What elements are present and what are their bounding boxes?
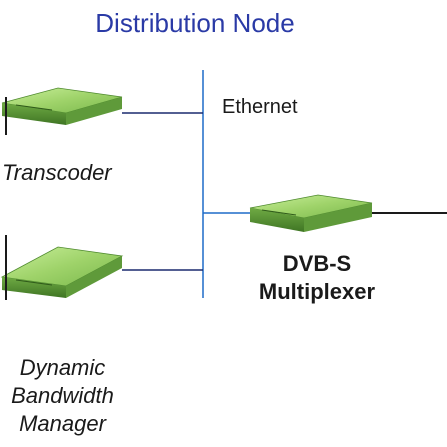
multiplexer-device-icon bbox=[249, 194, 373, 232]
transcoder-label: Transcoder bbox=[2, 160, 112, 185]
diagram-title: Distribution Node bbox=[95, 8, 295, 38]
ethernet-label: Ethernet bbox=[222, 96, 298, 118]
dbm-label-line3: Manager bbox=[19, 411, 106, 436]
dbm-label-line2: Bandwidth bbox=[11, 383, 114, 408]
multiplexer-label: DVB-S Multiplexer bbox=[232, 250, 402, 306]
multiplexer-label-line2: Multiplexer bbox=[258, 279, 376, 304]
dbm-label-line1: Dynamic bbox=[19, 355, 106, 380]
dbm-label: Dynamic Bandwidth Manager bbox=[0, 354, 125, 438]
dbm-device-icon bbox=[0, 235, 124, 300]
multiplexer-label-line1: DVB-S bbox=[282, 251, 352, 276]
transcoder-device-icon bbox=[1, 87, 123, 135]
